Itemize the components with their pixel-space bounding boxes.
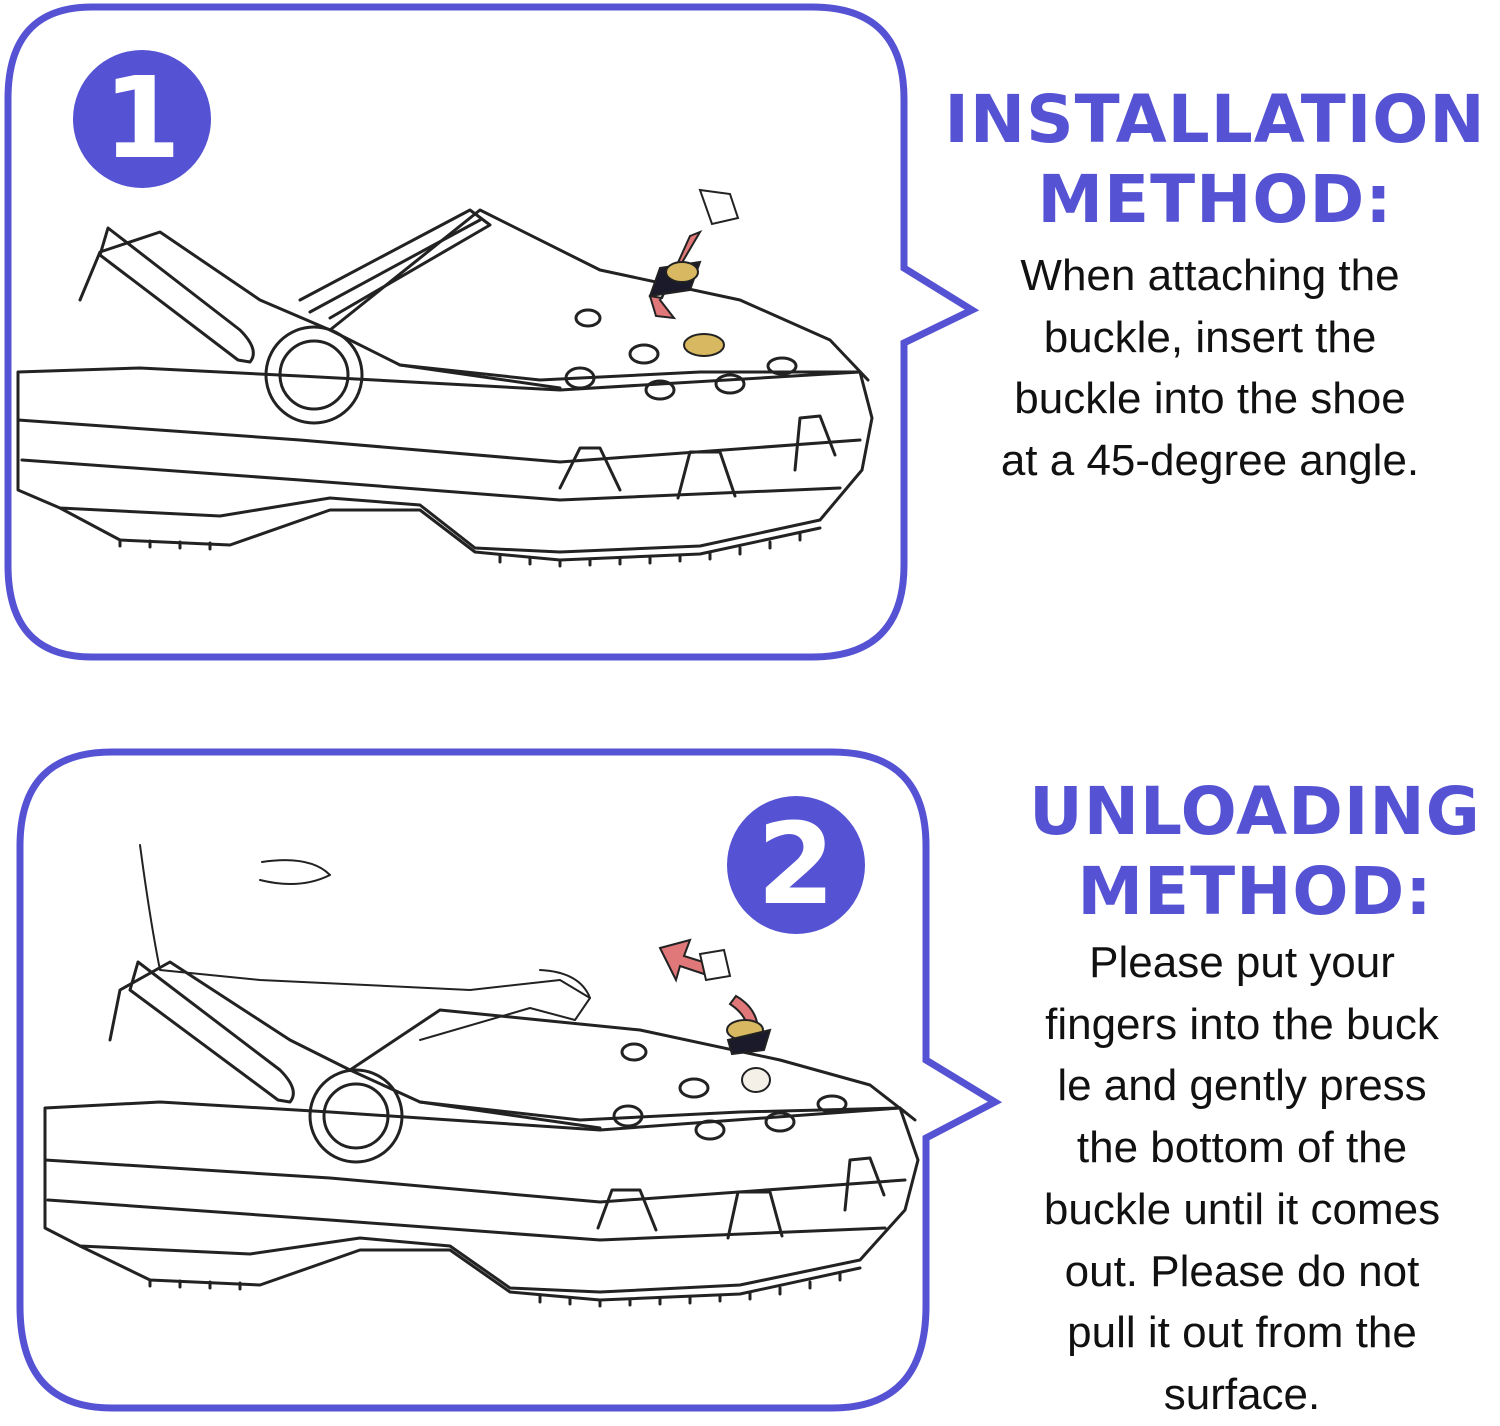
step-2-description-line: out. Please do not bbox=[1064, 1246, 1420, 1296]
step-1-heading: INSTALLATION METHOD: bbox=[920, 80, 1500, 240]
step-1-heading-line-2: METHOD: bbox=[1037, 161, 1393, 238]
step-2-description-line: the bottom of the bbox=[1076, 1123, 1408, 1173]
step-2-description-line: fingers into the buck bbox=[1045, 999, 1439, 1049]
step-1-frame bbox=[4, 3, 980, 661]
buckle-insert-arrow bbox=[648, 188, 740, 357]
step-2-frame bbox=[16, 748, 1003, 1412]
step-1-badge: 1 bbox=[73, 50, 211, 188]
step-2-number: 2 bbox=[757, 800, 835, 930]
step-1-description: When attaching the buckle, insert the bu… bbox=[960, 245, 1460, 492]
step-2-badge: 2 bbox=[727, 796, 865, 934]
buckle-remove-arrow bbox=[658, 938, 772, 1093]
step-2-description-line: pull it out from the bbox=[1067, 1308, 1417, 1358]
clog-illustration-2 bbox=[43, 844, 920, 1308]
step-1-description-line: at a 45-degree angle. bbox=[1000, 436, 1420, 486]
step-2-description-line: le and gently press bbox=[1057, 1061, 1427, 1111]
step-2-heading: UNLOADING METHOD: bbox=[1010, 772, 1500, 932]
step-2-heading-line-1: UNLOADING bbox=[1029, 773, 1481, 850]
step-2-description-line: Please put your bbox=[1089, 938, 1395, 987]
step-2-description-line: surface. bbox=[1163, 1369, 1321, 1419]
step-1-description-line: buckle, insert the bbox=[1043, 312, 1377, 362]
step-1-panel: 1 bbox=[0, 0, 1500, 670]
step-1-heading-line-1: INSTALLATION bbox=[944, 81, 1486, 158]
step-2-panel: 2 bbox=[0, 740, 1500, 1419]
step-1-description-line: When attaching the bbox=[1020, 251, 1400, 300]
step-2-description: Please put your fingers into the buck le… bbox=[992, 932, 1492, 1426]
clog-illustration-1 bbox=[16, 188, 874, 568]
step-1-description-line: buckle into the shoe bbox=[1014, 374, 1406, 424]
step-2-heading-line-2: METHOD: bbox=[1077, 853, 1433, 930]
step-2-description-line: buckle until it comes bbox=[1043, 1184, 1441, 1234]
step-1-number: 1 bbox=[103, 54, 181, 184]
